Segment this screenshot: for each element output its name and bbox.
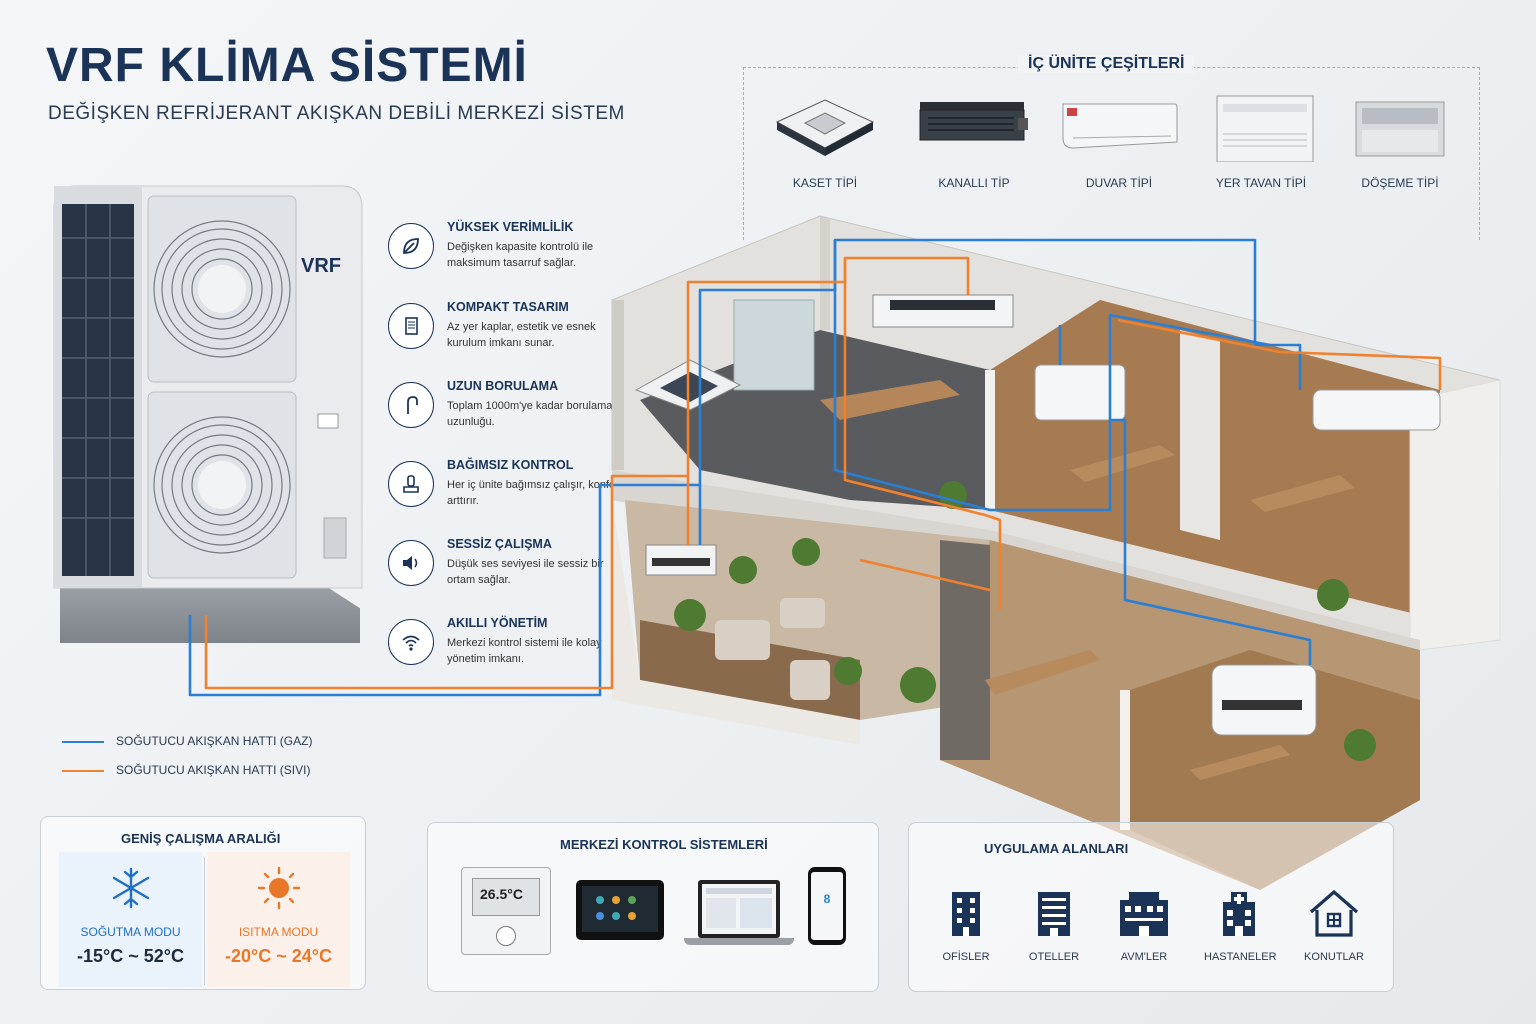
application-label: HASTANELER <box>1204 951 1277 963</box>
floor-ceiling-unit-icon <box>1216 95 1314 163</box>
page-title: VRF KLİMA SİSTEMİ <box>46 39 528 92</box>
indoor-type-floor-ceiling: YER TAVAN TİPİ <box>1201 92 1321 190</box>
pipe-icon <box>388 382 434 428</box>
ducted-unit-icon <box>919 102 1028 141</box>
application-malls: AVM'LER <box>1109 888 1179 963</box>
leaf-icon <box>388 223 434 269</box>
mall-building-icon <box>1120 892 1168 936</box>
laptop-base <box>684 938 794 945</box>
cooling-range: -15°C ~ 52°C <box>77 946 184 966</box>
heating-mode-label: ISITMA MODU <box>238 925 319 939</box>
feature-long-piping: UZUN BORULAMA Toplam 1000m'ye kadar boru… <box>388 379 628 449</box>
applications-panel: UYGULAMA ALANLARI OFİSLER OTELLER AVM'LE… <box>908 822 1394 992</box>
speaker-icon <box>388 540 434 586</box>
smartphone: 8 <box>808 867 846 945</box>
feature-high-efficiency: YÜKSEK VERİMLİLİK Değişken kapasite kont… <box>388 220 628 290</box>
hotel-building-icon <box>1038 892 1070 936</box>
divider <box>204 857 205 985</box>
hospital-building-icon <box>1223 892 1255 936</box>
snowflake-icon <box>112 867 150 909</box>
cassette-unit-icon <box>775 99 875 156</box>
thermostat-display: 26.5°C <box>480 886 523 902</box>
application-label: OFİSLER <box>942 951 990 963</box>
floor-unit-icon <box>1355 101 1445 157</box>
legend-liquid-line <box>62 770 104 772</box>
feature-title: KOMPAKT TASARIM <box>447 300 569 314</box>
outdoor-unit <box>53 185 363 589</box>
indoor-type-floor: DÖŞEME TİPİ <box>1340 92 1460 190</box>
heating-range: -20°C ~ 24°C <box>225 946 332 966</box>
central-control-title: MERKEZİ KONTROL SİSTEMLERİ <box>560 837 768 852</box>
indoor-type-label: DUVAR TİPİ <box>1085 176 1153 190</box>
legend-gas-label: SOĞUTUCU AKIŞKAN HATTI (GAZ) <box>116 734 313 748</box>
application-residences: KONUTLAR <box>1299 888 1369 963</box>
outdoor-unit-base <box>60 585 360 643</box>
heating-mode-card: ISITMA MODU -20°C ~ 24°C <box>207 852 350 987</box>
sun-icon <box>257 866 301 910</box>
page-subtitle: DEĞİŞKEN REFRİJERANT AKIŞKAN DEBİLİ MERK… <box>48 103 625 124</box>
feature-title: BAĞIMSIZ KONTROL <box>447 458 574 472</box>
touch-panel <box>576 880 664 940</box>
building-cutaway <box>188 215 1501 890</box>
application-offices: OFİSLER <box>931 888 1001 963</box>
central-control-panel: MERKEZİ KONTROL SİSTEMLERİ 26.5°C 8 <box>427 822 879 992</box>
hand-control-icon <box>388 461 434 507</box>
feature-desc: Düşük ses seviyesi ile sessiz bir ortam … <box>447 558 604 586</box>
feature-desc: Az yer kaplar, estetik ve esnek kurulum … <box>447 321 596 349</box>
legend-liquid-label: SOĞUTUCU AKIŞKAN HATTI (SIVI) <box>116 763 311 777</box>
operating-range-panel: GENİŞ ÇALIŞMA ARALIĞI SOĞUTMA MODU -15°C… <box>40 816 366 990</box>
application-hospitals: HASTANELER <box>1204 888 1277 963</box>
indoor-type-label: KASET TİPİ <box>792 176 858 190</box>
wifi-icon <box>388 619 434 665</box>
feature-desc: Toplam 1000m'ye kadar borulama uzunluğu. <box>447 400 613 428</box>
indoor-type-label: KANALLI TİP <box>938 176 1010 190</box>
feature-title: YÜKSEK VERİMLİLİK <box>447 220 574 234</box>
indoor-type-label: YER TAVAN TİPİ <box>1215 176 1307 190</box>
unit-icon <box>388 303 434 349</box>
feature-desc: Değişken kapasite kontrolü ile maksimum … <box>447 241 594 269</box>
feature-independent-control: BAĞIMSIZ KONTROL Her iç ünite bağımsız ç… <box>388 458 628 528</box>
cooling-mode-card: SOĞUTMA MODU -15°C ~ 52°C <box>59 852 202 987</box>
application-label: AVM'LER <box>1120 951 1168 963</box>
cooling-mode-label: SOĞUTMA MODU <box>80 925 181 939</box>
feature-desc: Merkezi kontrol sistemi ile kolay yöneti… <box>447 637 602 665</box>
applications-title: UYGULAMA ALANLARI <box>984 841 1129 856</box>
indoor-types-title: İÇ ÜNİTE ÇEŞİTLERİ <box>1018 55 1195 73</box>
feature-silent-operation: SESSİZ ÇALIŞMA Düşük ses seviyesi ile se… <box>388 537 628 607</box>
indoor-type-ducted: KANALLI TİP <box>914 92 1034 190</box>
office-building-icon <box>952 892 980 936</box>
application-hotels: OTELLER <box>1019 888 1089 963</box>
application-label: OTELLER <box>1028 951 1080 963</box>
legend-gas-line <box>62 741 104 743</box>
feature-desc: Her iç ünite bağımsız çalışır, konforu a… <box>447 479 625 507</box>
indoor-type-wall: DUVAR TİPİ <box>1059 92 1179 190</box>
outdoor-unit-brand: VRF <box>301 255 341 277</box>
house-icon <box>1309 889 1359 937</box>
phone-display: 8 <box>823 892 831 906</box>
wall-unit-icon <box>1062 103 1178 149</box>
feature-title: SESSİZ ÇALIŞMA <box>447 537 552 551</box>
feature-title: AKILLI YÖNETİM <box>447 616 548 630</box>
laptop <box>698 880 780 938</box>
wall-thermostat: 26.5°C <box>461 867 551 955</box>
feature-title: UZUN BORULAMA <box>447 379 559 393</box>
indoor-type-label: DÖŞEME TİPİ <box>1361 176 1439 190</box>
feature-compact-design: KOMPAKT TASARIM Az yer kaplar, estetik v… <box>388 300 628 370</box>
thermostat-dial <box>496 926 516 946</box>
indoor-type-cassette: KASET TİPİ <box>765 92 885 190</box>
application-label: KONUTLAR <box>1304 951 1364 963</box>
operating-range-title: GENİŞ ÇALIŞMA ARALIĞI <box>121 831 281 846</box>
feature-smart-management: AKILLI YÖNETİM Merkezi kontrol sistemi i… <box>388 616 628 686</box>
